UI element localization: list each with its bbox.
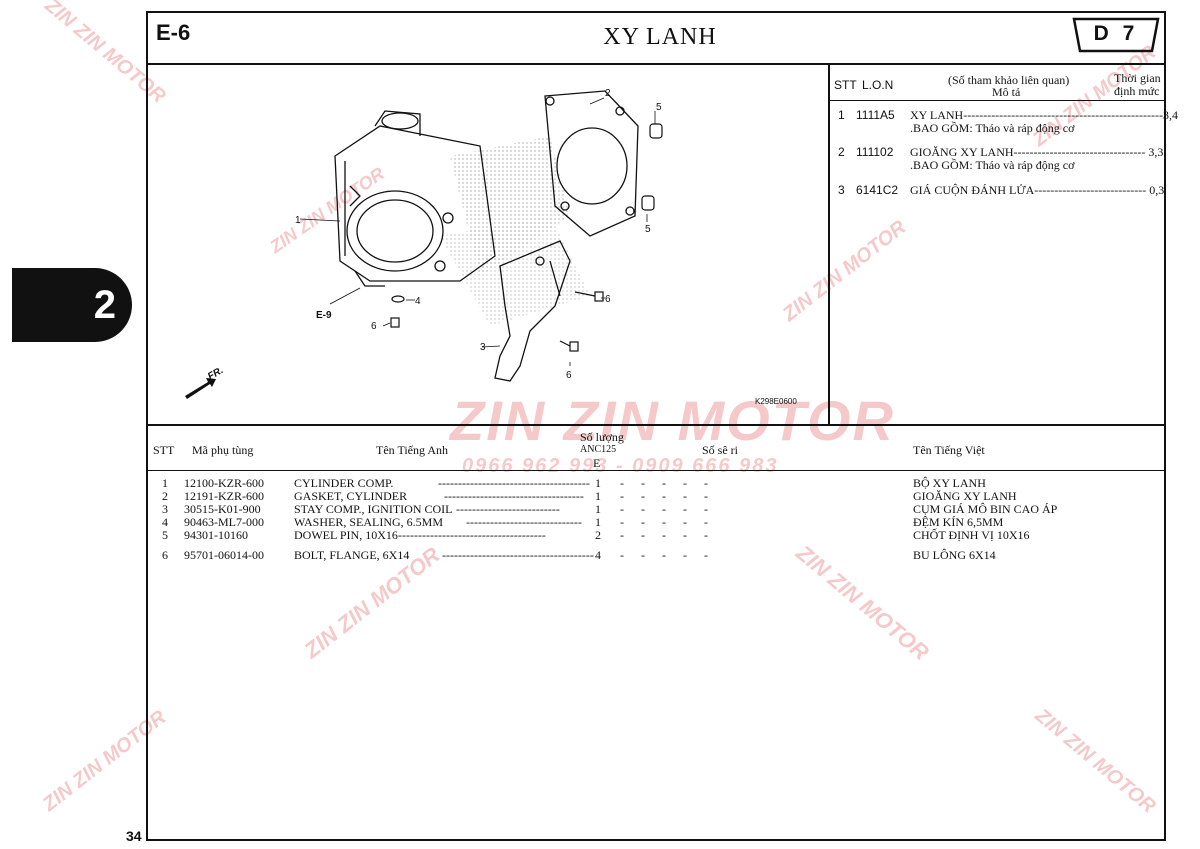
pt-part-no: 12191-KZR-600 [184, 489, 264, 503]
callout-3: 3 [480, 342, 486, 353]
pt-qty: 1 [595, 502, 601, 516]
rp-header-ref: (Số tham khảo liên quan) [948, 73, 1070, 87]
rp-header-lon: L.O.N [862, 78, 894, 92]
gasket-cylinder [544, 90, 639, 237]
pt-name-vi: BỘ XY LANH [913, 476, 986, 490]
front-label: FR. [206, 365, 225, 383]
table-header-divider [146, 470, 1166, 471]
rp-note: .BAO GỒM: Tháo và ráp động cơ [910, 158, 1075, 172]
pt-name-vi: ĐỆM KÍN 6,5MM [913, 515, 1004, 529]
pt-stt: 3 [162, 502, 168, 516]
pt-part-no: 95701-06014-00 [184, 548, 264, 562]
pt-name-vi: GIOĂNG XY LANH [913, 489, 1017, 503]
pt-stt: 1 [162, 476, 168, 490]
pt-stt: 6 [162, 548, 168, 562]
callout-6: 6 [566, 370, 572, 381]
callout-2: 2 [605, 88, 611, 99]
chapter-tab: 2 [12, 268, 132, 342]
rp-stt: 3 [838, 183, 845, 197]
pt-header-qty: Số lượng [580, 430, 624, 444]
pt-qty: 1 [595, 489, 601, 503]
pt-qty: 1 [595, 476, 601, 490]
pt-cols: - - - - - [620, 528, 708, 542]
bolts [390, 291, 604, 352]
rp-header-time2: định mức [1114, 84, 1160, 98]
rp-header-desc: Mô tả [992, 85, 1021, 99]
front-arrow-icon [185, 378, 216, 399]
callout-1: 1 [295, 215, 301, 226]
pt-stt: 2 [162, 489, 168, 503]
rp-desc: GIÁ CUỘN ĐÁNH LỬA-----------------------… [910, 183, 1165, 197]
pt-name-en: CYLINDER COMP. [294, 476, 394, 490]
pt-dash: ------------------------------------- [398, 528, 546, 542]
rp-header-line [829, 100, 1165, 101]
rp-header-stt: STT [834, 78, 857, 92]
section-badge: D 7 [1093, 22, 1139, 45]
rp-desc: GIOĂNG XY LANH--------------------------… [910, 145, 1164, 159]
callout-4: 4 [415, 296, 421, 307]
callout-6: 6 [605, 294, 611, 305]
callout-5: 5 [645, 224, 651, 235]
pt-header-name-en: Tên Tiếng Anh [376, 443, 449, 457]
exploded-diagram: 1 2 3 4 5 5 6 6 6 E-9 FR. K298E0600 [185, 88, 797, 406]
rp-lon: 111102 [856, 145, 894, 159]
pt-cols: - - - - - [620, 476, 708, 490]
cylinder-comp [334, 110, 496, 287]
diagram-code: K298E0600 [755, 397, 797, 406]
pt-dash: ----------------------------- [466, 515, 582, 529]
pt-name-vi: BU LÔNG 6X14 [913, 548, 996, 562]
pt-qty: 4 [595, 548, 601, 562]
pt-cols: - - - - - [620, 502, 708, 516]
pt-part-no: 90463-ML7-000 [184, 515, 264, 529]
rp-lon: 1111A5 [856, 108, 895, 122]
pt-dash: -------------------------------------- [442, 548, 594, 562]
rp-lon: 6141C2 [856, 183, 899, 197]
callout-6: 6 [371, 321, 377, 332]
rp-stt: 1 [838, 108, 845, 122]
pt-cols: - - - - - [620, 515, 708, 529]
pt-cols: - - - - - [620, 548, 708, 562]
pt-dash: -------------------------------------- [438, 476, 590, 490]
panel-divider [828, 63, 830, 425]
ignition-coil-stay [494, 240, 571, 382]
pt-qty: 2 [595, 528, 601, 542]
pt-name-en: BOLT, FLANGE, 6X14 [294, 548, 410, 562]
pt-header-stt: STT [153, 443, 175, 457]
pt-header-name-vi: Tên Tiếng Việt [913, 443, 985, 457]
pt-part-no: 30515-K01-900 [184, 502, 261, 516]
pt-name-en: DOWEL PIN, 10X16 [294, 528, 398, 542]
pt-name-en: GASKET, CYLINDER [294, 489, 408, 503]
pt-header-part-no: Mã phụ tùng [192, 443, 254, 457]
rp-desc: XY LANH---------------------------------… [910, 108, 1179, 122]
dowel-pins [641, 123, 663, 211]
pt-header-model-sub: E [593, 456, 601, 470]
diagram-bottom-divider [146, 424, 1166, 426]
pt-part-no: 94301-10160 [184, 528, 248, 542]
pt-part-no: 12100-KZR-600 [184, 476, 264, 490]
pt-name-vi: CỤM GIÁ MÔ BIN CAO ÁP [913, 502, 1058, 516]
rp-note: .BAO GỒM: Tháo và ráp động cơ [910, 121, 1075, 135]
pt-name-vi: CHỐT ĐỊNH VỊ 10X16 [913, 528, 1030, 542]
page-frame [146, 11, 1166, 841]
header-divider [146, 63, 1166, 65]
rp-stt: 2 [838, 145, 845, 159]
page-title: XY LANH [603, 24, 717, 50]
ref-label: E-9 [316, 310, 332, 321]
pt-header-model: ANC125 [580, 444, 617, 455]
pt-dash: ----------------------------------- [444, 489, 584, 503]
rp-header-time: Thời gian [1114, 71, 1161, 85]
callout-5: 5 [656, 102, 662, 113]
pt-name-en: WASHER, SEALING, 6.5MM [294, 515, 444, 529]
pt-cols: - - - - - [620, 489, 708, 503]
pt-name-en: STAY COMP., IGNITION COIL [294, 502, 453, 516]
page-number: 34 [126, 828, 142, 844]
badge-shape [1072, 17, 1160, 53]
pt-stt: 5 [162, 528, 168, 542]
section-code: E-6 [156, 20, 191, 45]
pt-stt: 4 [162, 515, 168, 529]
pt-dash: -------------------------- [456, 502, 560, 516]
pt-header-serial: Số sê ri [702, 443, 738, 457]
pt-qty: 1 [595, 515, 601, 529]
